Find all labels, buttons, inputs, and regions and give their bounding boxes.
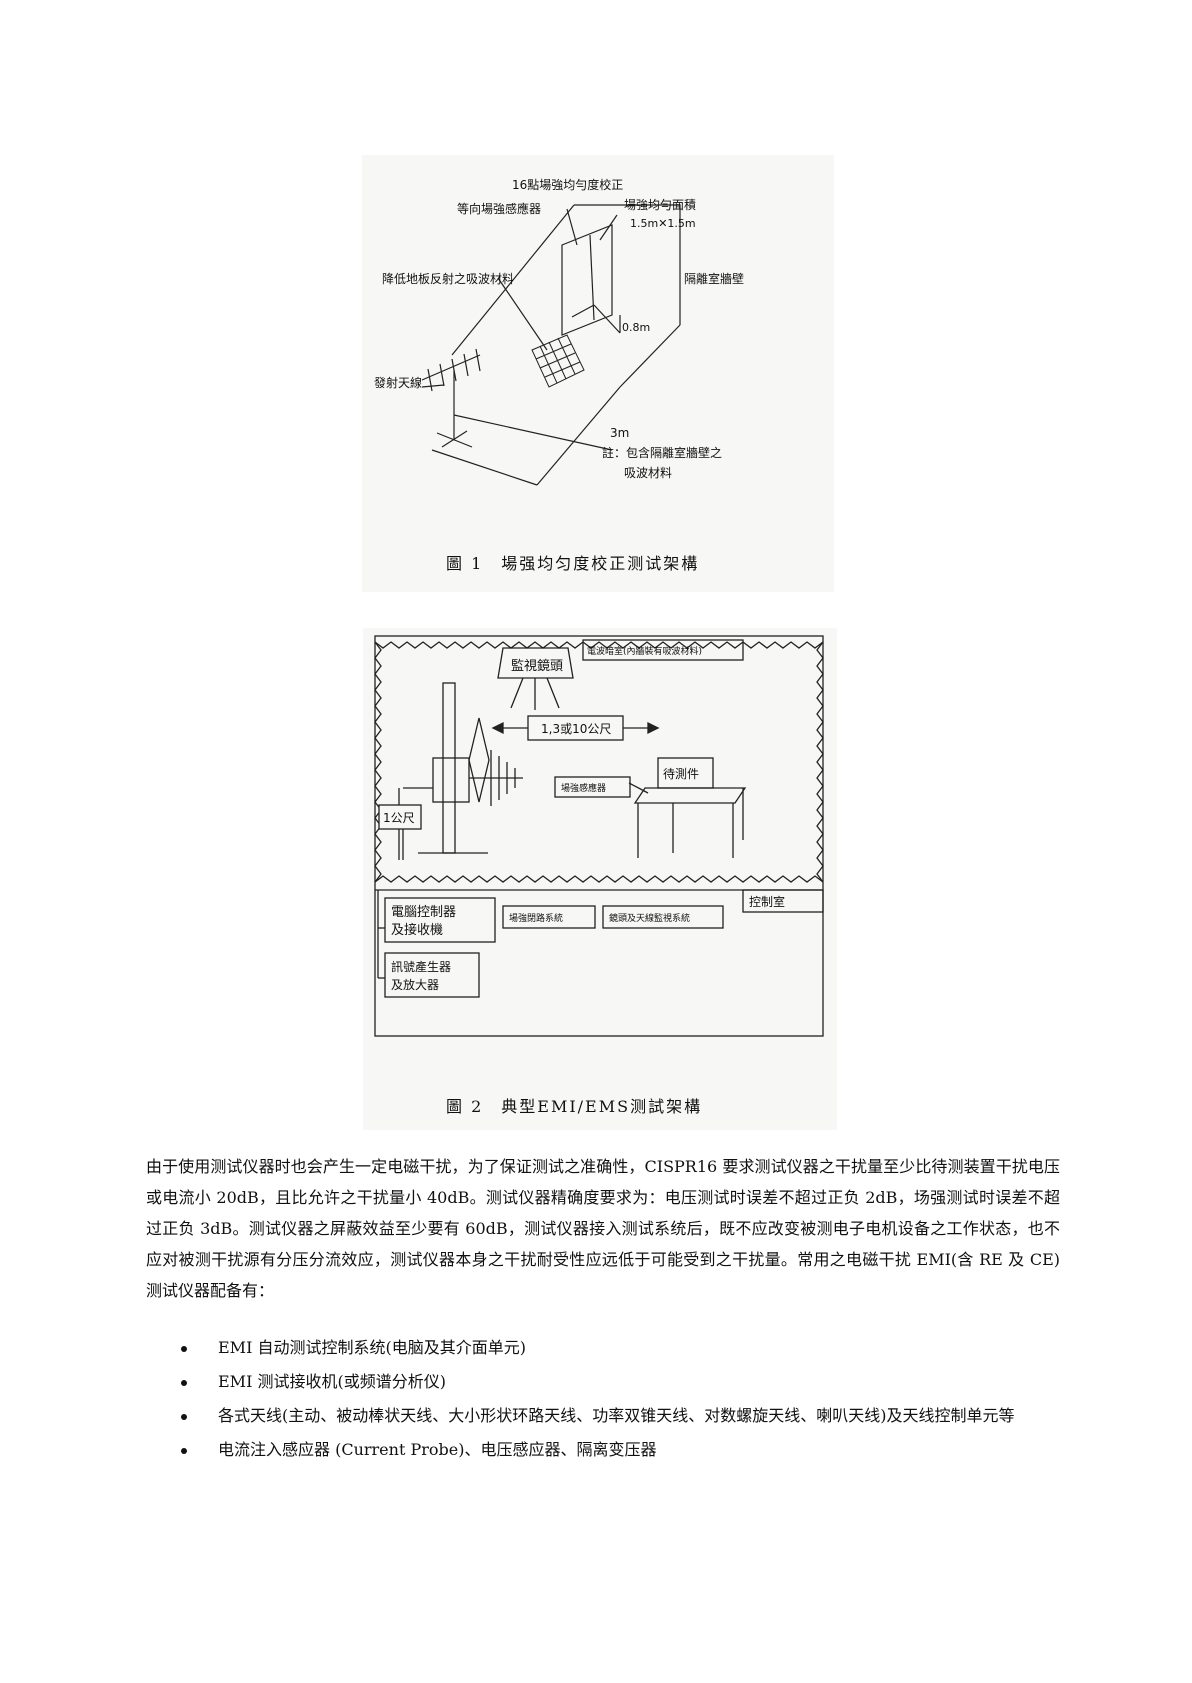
uniform-area-plane: [561, 224, 613, 336]
fig1-area-size: 1.5m✕1.5m: [630, 217, 696, 230]
wall-top-edge: [574, 204, 681, 325]
camera-system-box: [602, 905, 724, 929]
fig1-note-1: 註：包含隔離室牆壁之: [602, 445, 722, 460]
fig1-antenna-label: 發射天線: [374, 375, 422, 390]
leader-antenna: [421, 384, 445, 388]
list-item: EMI 自动测试控制系统(电脑及其介面单元): [176, 1333, 1056, 1363]
fig1-absorber-label: 降低地板反射之吸波材料: [382, 271, 514, 286]
fig1-note-2: 吸波材料: [624, 466, 672, 480]
figure-1: 16點場強均勻度校正 等向場強感應器 場強均勻面積 1.5m✕1.5m 降低地板…: [362, 155, 834, 592]
field-sensor-label: 場強感應器: [561, 782, 606, 794]
signal-label: 訊號產生器: [391, 959, 451, 974]
figure-2-caption: 圖 2 典型EMI/EMS测試架構: [446, 1097, 703, 1116]
absorber-tiles: [531, 334, 585, 388]
fig1-wall-label: 隔離室牆壁: [684, 271, 744, 286]
bullet-icon: [181, 1346, 187, 1352]
field-sensor-label-box: [554, 776, 631, 798]
sensor-leg-1: [593, 304, 621, 334]
room-left-edge: [451, 204, 575, 356]
control-room-box: [742, 889, 824, 913]
floor-right-edge: [536, 386, 621, 486]
emi-ems-setup-diagram: 監視鏡頭 電波暗室(內牆裝有吸波材料) 1,3或10公尺 待測件 場強感應器 1…: [374, 635, 824, 1037]
antenna-carriage: [432, 757, 470, 803]
pc-box: [384, 897, 496, 943]
control-room-label: 控制室: [749, 894, 785, 909]
pc-label: 電腦控制器: [391, 905, 456, 920]
leader-absorber: [497, 277, 548, 351]
camera-body: [497, 647, 574, 679]
sensor-leader: [628, 782, 649, 794]
list-item: EMI 测试接收机(或频谱分析仪): [176, 1367, 1056, 1397]
bicone-antenna: [468, 717, 490, 803]
bullet-icon: [181, 1380, 187, 1386]
distance-label-box: [527, 715, 624, 741]
pc-label-2: 及接收機: [391, 922, 443, 938]
antenna-boom: [421, 354, 481, 381]
equipment-list: EMI 自动测试控制系统(电脑及其介面单元) EMI 测试接收机(或频谱分析仪)…: [176, 1333, 1056, 1469]
absorber-zigzag-left: [374, 641, 382, 883]
chamber-label-box: [582, 639, 744, 661]
fig1-08m-label: 0.8m: [622, 321, 650, 334]
field-loop-box: [502, 905, 596, 929]
antenna-mast: [442, 682, 456, 854]
signal-label-2: 及放大器: [391, 977, 439, 992]
list-item: 电流注入感应器 (Current Probe)、电压感应器、隔离变压器: [176, 1435, 1056, 1465]
fig1-sensor-label: 等向場強感應器: [457, 201, 541, 216]
bullet-icon: [181, 1448, 187, 1454]
signal-gen-box: [384, 952, 480, 998]
list-item: 各式天线(主动、被动棒状天线、大小形状环路天线、功率双锥天线、对数螺旋天线、喇叭…: [176, 1401, 1056, 1431]
wall-back-edge: [619, 324, 681, 388]
antenna-base-1: [436, 432, 473, 448]
absorber-zigzag-bottom: [374, 875, 824, 883]
fig1-area-label: 場強均勻面積: [624, 197, 696, 212]
leader-area: [599, 214, 618, 241]
body-paragraph: 由于使用测试仪器时也会产生一定电磁干扰，为了保证测试之准确性，CISPR16 要…: [146, 1157, 1060, 1300]
fig1-3m-label: 3m: [610, 426, 629, 440]
figure-1-caption: 圖 1 場强均匀度校正测试架構: [446, 554, 700, 573]
height-label: 1公尺: [383, 811, 415, 825]
field-uniformity-diagram: 16點場強均勻度校正 等向場強感應器 場強均勻面積 1.5m✕1.5m 降低地板…: [374, 177, 744, 486]
eut-label: 待測件: [663, 767, 699, 781]
chamber-label: 電波暗室(內牆裝有吸波材料): [587, 645, 702, 657]
field-loop-label: 場強閉路系統: [509, 912, 563, 924]
leader-sensor: [566, 208, 578, 246]
table-top: [633, 787, 747, 804]
sensor-leg-2: [571, 304, 595, 318]
chamber-outer-box: [374, 635, 824, 1037]
fig1-title: 16點場強均勻度校正: [512, 177, 623, 192]
dim-3m: [453, 414, 613, 451]
camera-system-label: 鏡頭及天線監視系統: [609, 912, 690, 924]
floor-front-edge: [431, 449, 538, 486]
height-label-box: [378, 804, 422, 830]
absorber-zigzag-top: [374, 641, 824, 649]
figure-2: 監視鏡頭 電波暗室(內牆裝有吸波材料) 1,3或10公尺 待測件 場強感應器 1…: [363, 628, 837, 1130]
bullet-icon: [181, 1414, 187, 1420]
eut-box: [657, 757, 714, 789]
antenna-base-2: [441, 430, 468, 448]
distance-label: 1,3或10公尺: [541, 722, 611, 736]
absorber-zigzag-right: [816, 641, 824, 883]
camera-label: 監視鏡頭: [511, 658, 563, 674]
